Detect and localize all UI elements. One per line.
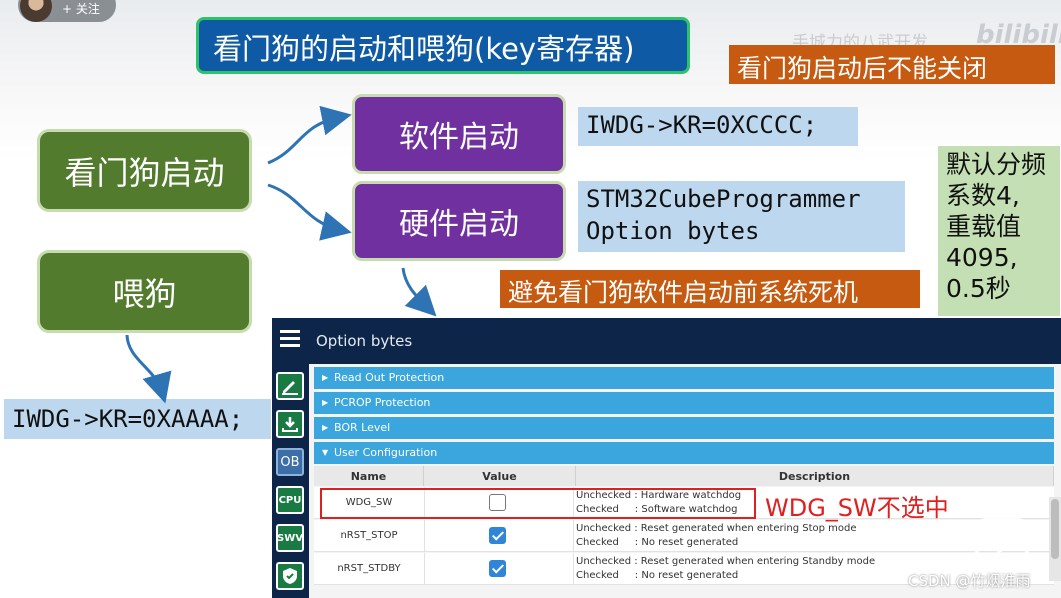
section-bor-level[interactable]: ▶BOR Level	[314, 417, 1054, 439]
csdn-watermark: CSDN @竹烟淮雨	[908, 570, 1031, 591]
play-icon[interactable]	[975, 517, 1029, 571]
arrow-to-hardware	[268, 185, 340, 230]
swv-icon[interactable]: SWV	[276, 524, 304, 552]
option-name: nRST_STDBY	[314, 553, 424, 584]
option-description: Unchecked : Reset generated when enterin…	[576, 555, 875, 583]
table-header: Name Value Description	[314, 466, 1054, 486]
table-row-nrst-stop: nRST_STOP Unchecked : Reset generated wh…	[314, 520, 1054, 552]
table-scrollbar[interactable]	[1049, 497, 1061, 581]
nrst-stdby-checkbox[interactable]	[489, 560, 506, 577]
nrst-stop-checkbox[interactable]	[489, 527, 506, 544]
section-user-configuration[interactable]: ▼User Configuration	[314, 442, 1054, 464]
option-description: Unchecked : Reset generated when enterin…	[576, 522, 857, 550]
menu-icon[interactable]	[280, 330, 300, 348]
expand-icon: ▶	[322, 398, 328, 407]
column-description: Description	[576, 466, 1054, 486]
expand-icon: ▶	[322, 423, 328, 432]
wdg-sw-highlight	[320, 488, 756, 519]
sidebar: OB CPU SWV	[272, 364, 309, 598]
section-pcrop-protection[interactable]: ▶PCROP Protection	[314, 392, 1054, 414]
shield-icon[interactable]	[276, 562, 304, 590]
app-header: Option bytes	[272, 318, 1061, 364]
option-name: nRST_STOP	[314, 520, 424, 551]
arrow-to-software	[268, 117, 340, 163]
option-bytes-content: ▶Read Out Protection ▶PCROP Protection ▶…	[309, 364, 1061, 598]
collapse-icon: ▼	[322, 448, 328, 457]
arrow-to-app	[403, 268, 428, 308]
app-title: Option bytes	[316, 332, 412, 350]
arrow-to-feed-code	[127, 335, 162, 392]
cpu-icon[interactable]: CPU	[276, 486, 304, 514]
expand-icon: ▶	[322, 373, 328, 382]
download-icon[interactable]	[276, 410, 304, 438]
ob-icon[interactable]: OB	[276, 448, 304, 476]
wdg-sw-note: WDG_SW不选中	[765, 488, 949, 523]
column-value: Value	[424, 466, 576, 486]
column-name: Name	[314, 466, 424, 486]
section-read-out-protection[interactable]: ▶Read Out Protection	[314, 367, 1054, 389]
option-bytes-window: Option bytes OB CPU SWV ▶Read Out Protec…	[272, 318, 1061, 598]
edit-icon[interactable]	[276, 372, 304, 400]
